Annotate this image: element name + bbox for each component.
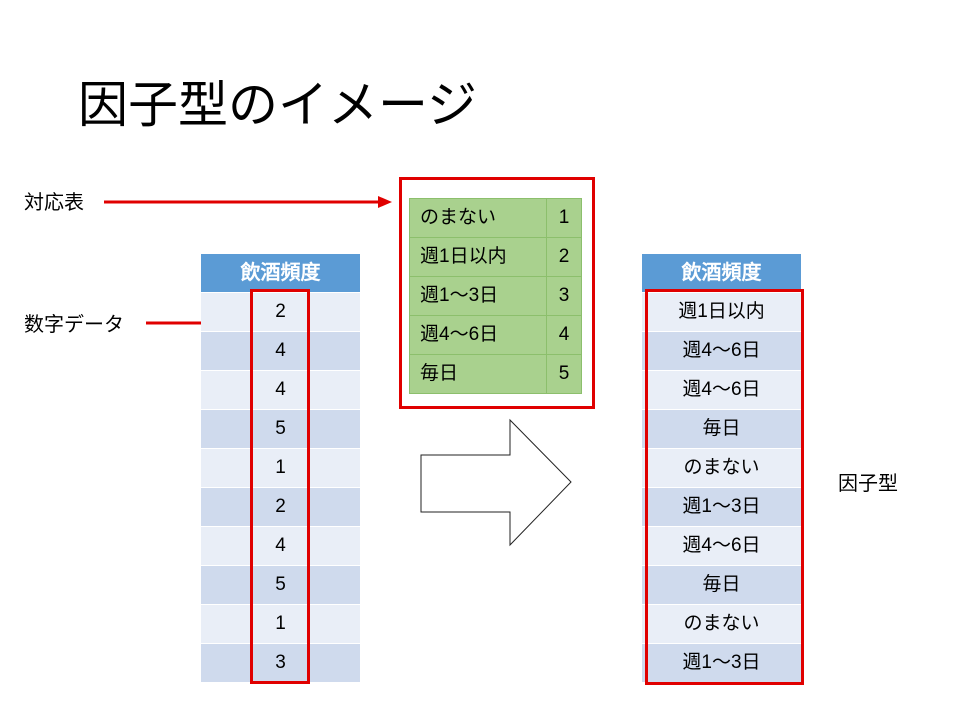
mapping-label-cell: 毎日 [410,355,547,393]
mapping-row: 週1日以内 2 [410,237,581,276]
mapping-value-cell: 3 [558,285,570,306]
mapping-value-cell: 4 [558,324,570,345]
mapping-highlight [399,177,595,409]
mapping-row: 週1〜3日 3 [410,276,581,315]
table-header: 飲酒頻度 [642,254,801,292]
slide-title: 因子型のイメージ [78,77,477,133]
factor-table: 飲酒頻度 週1日以内週4〜6日週4〜6日毎日のまない週1〜3日週4〜6日毎日のま… [642,254,801,682]
table-cell: のまない [642,448,801,487]
mapping-table: のまない 1 週1日以内 2 週1〜3日 3 週4〜6日 4 毎日 5 [409,198,582,394]
table-cell: 5 [201,409,360,448]
mapping-label-cell: のまない [410,199,547,237]
mapping-row: 毎日 5 [410,354,581,393]
mapping-row: 週4〜6日 4 [410,315,581,354]
mapping-label-cell: 週1〜3日 [410,277,547,315]
table-cell: 2 [201,292,360,331]
table-cell: 4 [201,526,360,565]
factor-label: 因子型 [838,473,898,495]
table-header: 飲酒頻度 [201,254,360,292]
table-cell: 3 [201,643,360,682]
mapping-label-cell: 週1日以内 [410,238,547,276]
table-cell: 週1〜3日 [642,487,801,526]
mapping-label: 対応表 [24,192,84,214]
mapping-value-cell: 5 [558,363,570,384]
table-cell: のまない [642,604,801,643]
numeric-highlight [250,289,310,684]
numeric-label: 数字データ [24,314,124,336]
table-cell: 4 [201,370,360,409]
table-cell: 週4〜6日 [642,331,801,370]
mapping-value-cell: 1 [558,207,570,228]
right-arrow-icon [420,418,572,547]
table-cell: 毎日 [642,409,801,448]
mapping-value-cell: 2 [558,246,570,267]
table-cell: 5 [201,565,360,604]
table-cell: 1 [201,604,360,643]
table-cell: 1 [201,448,360,487]
mapping-label-cell: 週4〜6日 [410,316,547,354]
mapping-row: のまない 1 [410,199,581,237]
table-cell: 週4〜6日 [642,370,801,409]
mapping-arrow [104,196,392,208]
factor-highlight [645,289,804,685]
table-cell: 週4〜6日 [642,526,801,565]
table-cell: 週1日以内 [642,292,801,331]
table-cell: 週1〜3日 [642,643,801,682]
table-cell: 毎日 [642,565,801,604]
table-cell: 2 [201,487,360,526]
table-cell: 4 [201,331,360,370]
